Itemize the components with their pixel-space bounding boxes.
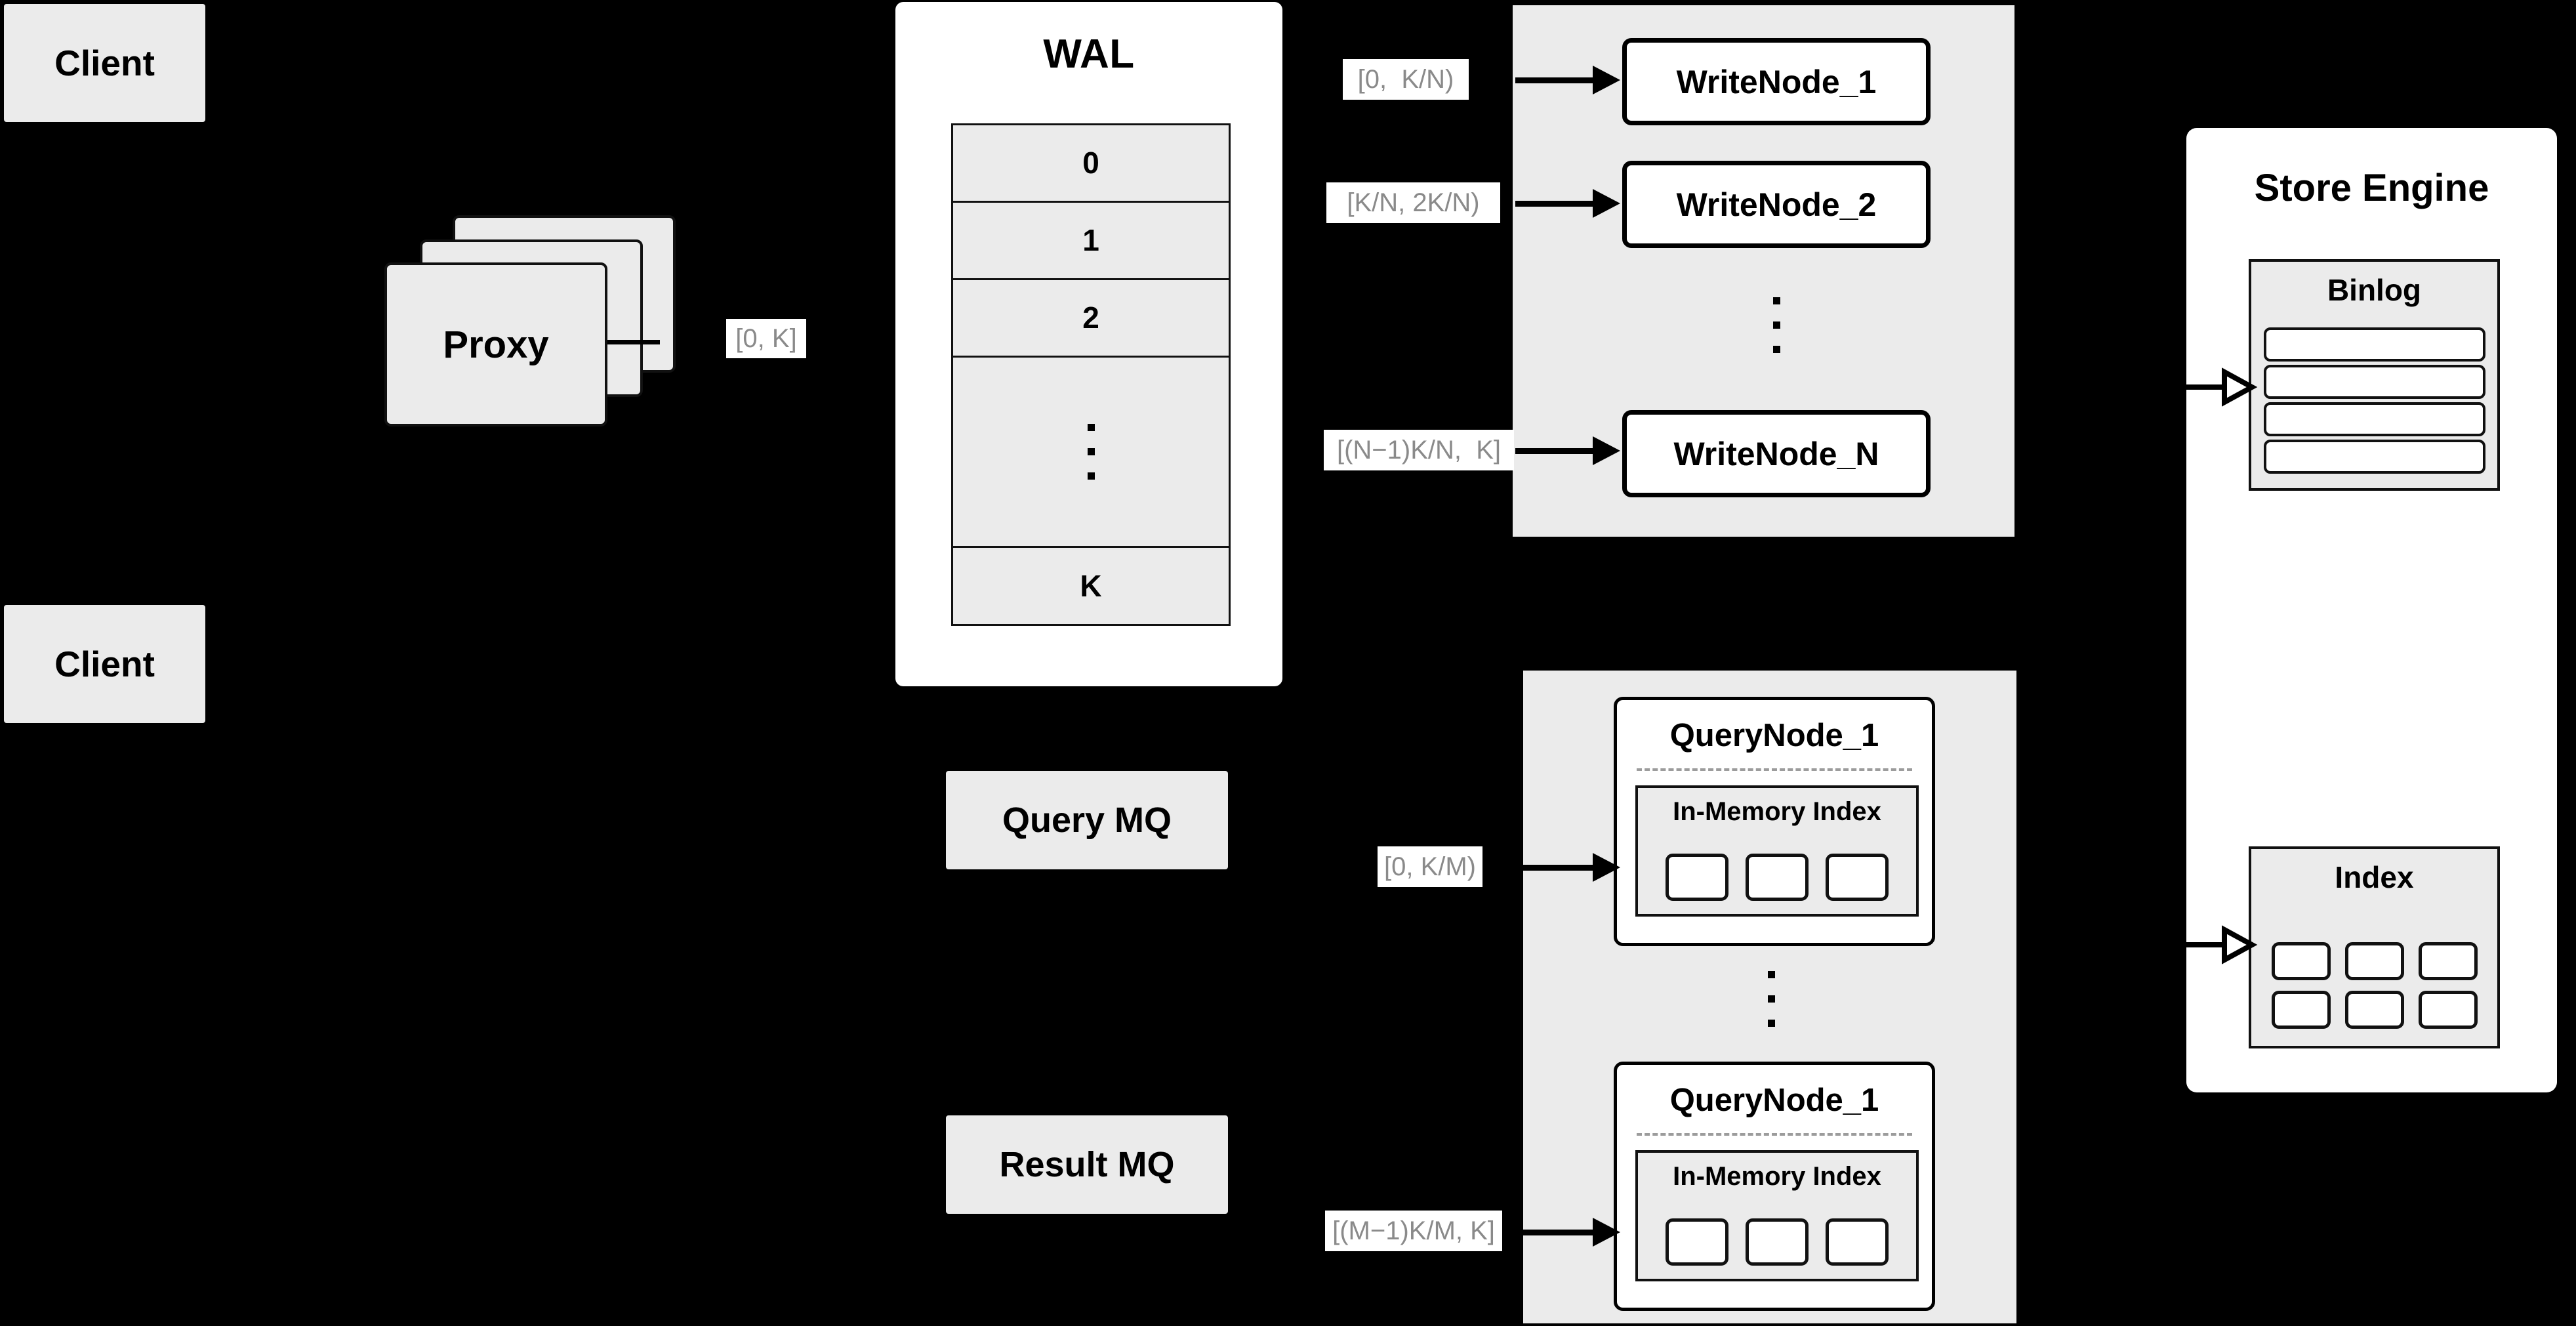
binlog-row[interactable] bbox=[2263, 327, 2485, 362]
wal-row-ellipsis bbox=[953, 358, 1229, 549]
proxy-node[interactable]: Proxy bbox=[384, 262, 607, 426]
wal-panel: WAL 0 1 2 K bbox=[895, 2, 1282, 686]
query-cluster-ellipsis bbox=[1758, 951, 1784, 1046]
query-node-2-title: QueryNode_1 bbox=[1669, 1083, 1879, 1118]
write-node-1-range-text: [0, K/N) bbox=[1357, 65, 1454, 94]
write-node-2-arrow-shaft bbox=[1515, 201, 1594, 207]
store-engine-title: Store Engine bbox=[2254, 167, 2489, 209]
index-cell[interactable] bbox=[1826, 1218, 1889, 1266]
client-node-2-label: Client bbox=[54, 644, 155, 684]
wal-row-label: K bbox=[1080, 569, 1102, 604]
query-node-2-range-label: [(M−1)K/M, K] bbox=[1325, 1211, 1502, 1251]
binlog-panel: Binlog bbox=[2249, 259, 2500, 491]
index-cell[interactable] bbox=[1666, 854, 1728, 901]
client-node-2[interactable]: Client bbox=[4, 605, 205, 723]
index-cell[interactable] bbox=[1826, 854, 1889, 901]
index-grid-row bbox=[2271, 991, 2478, 1029]
write-node-n[interactable]: WriteNode_N bbox=[1622, 410, 1931, 497]
wal-row[interactable]: 1 bbox=[953, 203, 1229, 280]
proxy-to-wal-connector bbox=[607, 340, 660, 344]
query-node-1[interactable]: QueryNode_1 In-Memory Index bbox=[1614, 697, 1935, 946]
query-node-1-in-memory-index-title: In-Memory Index bbox=[1673, 797, 1881, 826]
query-node-1-title: QueryNode_1 bbox=[1669, 718, 1879, 753]
query-node-2-index-cells bbox=[1638, 1218, 1916, 1266]
wal-title: WAL bbox=[1043, 31, 1135, 77]
wal-row-label: 0 bbox=[1082, 146, 1099, 180]
write-node-2-label: WriteNode_2 bbox=[1676, 186, 1877, 223]
write-node-2[interactable]: WriteNode_2 bbox=[1622, 161, 1931, 248]
query-node-2-arrow-head bbox=[1593, 1218, 1620, 1247]
write-node-2-range-text: [K/N, 2K/N) bbox=[1347, 188, 1480, 217]
store-engine-panel: Store Engine Binlog Index bbox=[2186, 128, 2557, 1092]
index-grid-row bbox=[2271, 942, 2478, 980]
client-node-1-label: Client bbox=[54, 43, 155, 83]
wal-row[interactable]: 2 bbox=[953, 280, 1229, 358]
write-node-n-label: WriteNode_N bbox=[1673, 435, 1879, 472]
query-node-1-divider bbox=[1637, 768, 1912, 771]
write-node-1-arrow-shaft bbox=[1515, 77, 1594, 83]
proxy-label: Proxy bbox=[443, 323, 549, 366]
wal-row-label: 1 bbox=[1082, 223, 1099, 258]
write-node-1-arrow-head bbox=[1593, 66, 1620, 94]
index-cell[interactable] bbox=[1666, 1218, 1728, 1266]
query-mq-label: Query MQ bbox=[1002, 800, 1172, 840]
wal-row-label: 2 bbox=[1082, 300, 1099, 335]
index-cell[interactable] bbox=[2271, 942, 2331, 980]
index-cell[interactable] bbox=[2418, 991, 2478, 1029]
query-node-1-index-cells bbox=[1638, 854, 1916, 901]
result-mq-node[interactable]: Result MQ bbox=[946, 1115, 1228, 1214]
write-node-n-arrow-shaft bbox=[1515, 448, 1594, 454]
index-cell[interactable] bbox=[1746, 854, 1809, 901]
write-node-n-arrow-head bbox=[1593, 436, 1620, 465]
write-node-n-range-text: [(N−1)K/N, K] bbox=[1336, 436, 1502, 465]
query-mq-node[interactable]: Query MQ bbox=[946, 771, 1228, 869]
write-node-2-range-label: [K/N, 2K/N) bbox=[1326, 182, 1500, 223]
client-node-1[interactable]: Client bbox=[4, 4, 205, 122]
index-cell-grid bbox=[2251, 942, 2497, 1029]
binlog-inflow-arrow bbox=[2186, 367, 2258, 407]
proxy-output-range-text: [0, K] bbox=[735, 324, 797, 353]
index-cell[interactable] bbox=[1746, 1218, 1809, 1266]
index-panel: Index bbox=[2249, 846, 2500, 1048]
write-node-2-arrow-head bbox=[1593, 189, 1620, 218]
wal-row[interactable]: 0 bbox=[953, 125, 1229, 203]
query-node-2-arrow-shaft bbox=[1509, 1230, 1594, 1235]
index-cell[interactable] bbox=[2271, 991, 2331, 1029]
query-node-2-divider bbox=[1637, 1133, 1912, 1136]
wal-row[interactable]: K bbox=[953, 548, 1229, 624]
index-title: Index bbox=[2335, 860, 2414, 894]
binlog-title: Binlog bbox=[2327, 273, 2422, 307]
binlog-row[interactable] bbox=[2263, 402, 2485, 436]
write-node-1[interactable]: WriteNode_1 bbox=[1622, 38, 1931, 125]
write-node-n-range-label: [(N−1)K/N, K] bbox=[1324, 430, 1514, 470]
query-node-2[interactable]: QueryNode_1 In-Memory Index bbox=[1614, 1062, 1935, 1311]
index-inflow-arrow bbox=[2186, 925, 2258, 964]
query-node-1-in-memory-index: In-Memory Index bbox=[1635, 785, 1919, 917]
query-node-2-in-memory-index: In-Memory Index bbox=[1635, 1150, 1919, 1281]
index-cell[interactable] bbox=[2344, 942, 2404, 980]
result-mq-label: Result MQ bbox=[999, 1145, 1175, 1184]
index-cell[interactable] bbox=[2344, 991, 2404, 1029]
query-node-1-range-label: [0, K/M) bbox=[1378, 846, 1482, 887]
binlog-row[interactable] bbox=[2263, 440, 2485, 474]
index-cell[interactable] bbox=[2418, 942, 2478, 980]
write-cluster-ellipsis bbox=[1763, 279, 1789, 371]
query-node-2-in-memory-index-title: In-Memory Index bbox=[1673, 1162, 1881, 1191]
binlog-row-list bbox=[2251, 327, 2497, 474]
write-node-1-label: WriteNode_1 bbox=[1676, 63, 1877, 100]
binlog-row[interactable] bbox=[2263, 365, 2485, 399]
write-node-1-range-label: [0, K/N) bbox=[1343, 59, 1469, 100]
query-node-1-arrow-head bbox=[1593, 853, 1620, 882]
query-node-1-arrow-shaft bbox=[1509, 865, 1594, 871]
proxy-output-range-label: [0, K] bbox=[726, 319, 806, 358]
query-node-2-range-text: [(M−1)K/M, K] bbox=[1332, 1216, 1495, 1245]
wal-entry-table: 0 1 2 K bbox=[951, 123, 1231, 626]
query-node-1-range-text: [0, K/M) bbox=[1383, 852, 1477, 881]
